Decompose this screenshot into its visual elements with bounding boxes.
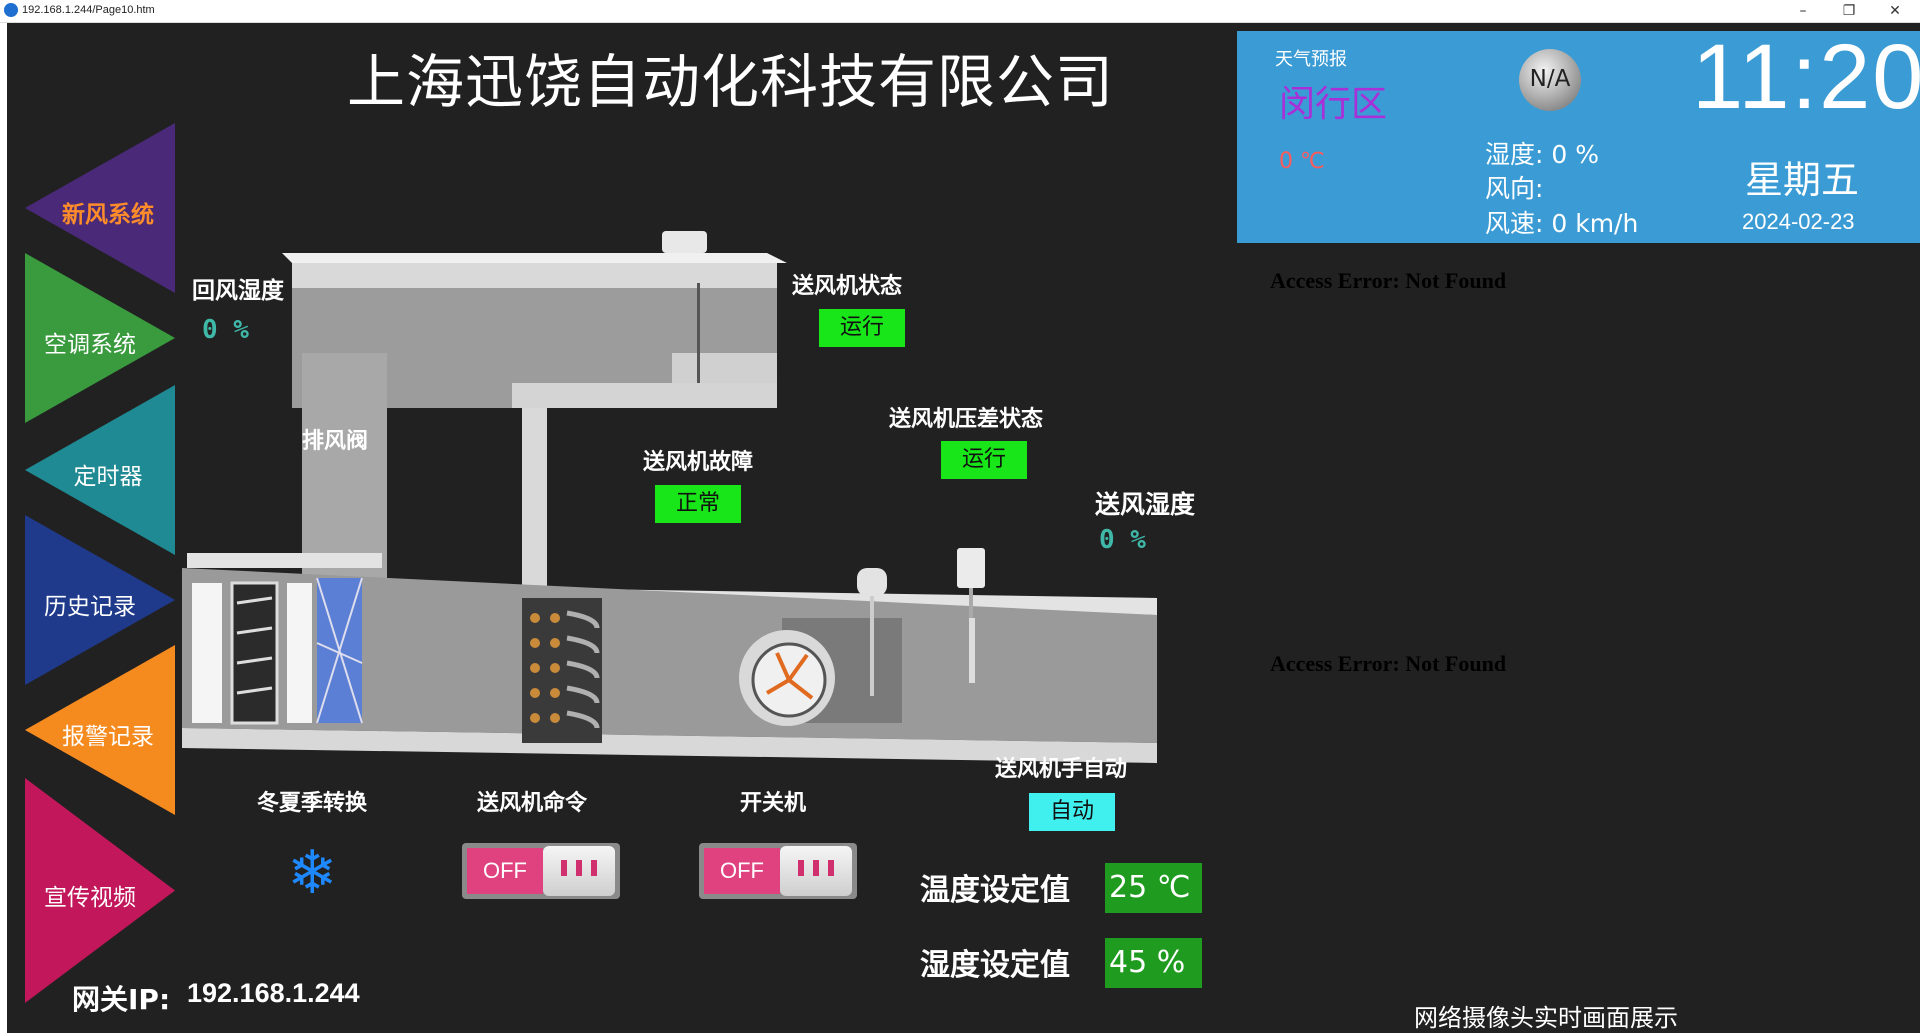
top-duct-face [292, 263, 777, 288]
damper-block [192, 583, 222, 723]
top-duct-top [282, 253, 787, 263]
page-url: 192.168.1.244/Page10.htm [22, 4, 155, 16]
browser-titlebar: 192.168.1.244/Page10.htm – ❐ ✕ [0, 0, 1920, 23]
scada-stage: 上海迅饶自动化科技有限公司 新风系统 空调系统 定时器 历史记录 报警记录 宣传… [7, 23, 1920, 1033]
fan-command-label: 送风机命令 [477, 791, 588, 816]
camera-error-2: Access Error: Not Found [1270, 651, 1507, 676]
lower-duct-top-left [187, 553, 382, 568]
return-humidity-label: 回风湿度 [192, 278, 284, 304]
duct-rod [697, 283, 700, 383]
weather-icon-label: N/A [1529, 66, 1571, 92]
fan-fault-badge: 正常 [655, 485, 741, 523]
nav-label: 定时器 [73, 464, 143, 490]
weather-title: 天气预报 [1275, 49, 1347, 70]
close-button[interactable]: ✕ [1889, 3, 1901, 19]
toggle-off-label: OFF [467, 848, 543, 894]
company-title: 上海迅饶自动化科技有限公司 [347, 48, 1115, 116]
weather-icon: N/A [1519, 49, 1581, 111]
gateway-ip: 192.168.1.244 [187, 978, 360, 1008]
temp-setpoint-label: 温度设定值 [920, 873, 1070, 908]
clock-time: 11:20 [1692, 26, 1920, 128]
return-humidity-value: 0 % [202, 315, 249, 345]
snowflake-icon[interactable]: ❄ [287, 838, 338, 908]
lower-duct-bottom [182, 728, 1157, 763]
fan-fault-label: 送风机故障 [643, 450, 754, 475]
weather-humidity: 湿度: 0 % [1485, 140, 1599, 169]
toggle-knob [543, 846, 615, 896]
nav-label: 历史记录 [44, 594, 136, 620]
nav-label: 新风系统 [62, 202, 154, 228]
nav-item-timer[interactable]: 定时器 [25, 385, 175, 555]
fan-dp-label: 送风机压差状态 [889, 407, 1044, 432]
duct-ledge-2 [512, 383, 777, 408]
side-nav: 新风系统 空调系统 定时器 历史记录 报警记录 宣传视频 [25, 123, 175, 1003]
humidity-sensor [957, 548, 985, 588]
weather-wind-dir: 风向: [1485, 174, 1544, 203]
duct-ledge [672, 353, 777, 383]
duct-riser [522, 408, 547, 588]
camera-caption: 网络摄像头实时画面展示 [1414, 1004, 1678, 1032]
gateway-label: 网关IP: [72, 983, 171, 1016]
fan-status-label: 送风机状态 [792, 274, 903, 299]
weather-temp: 0 ℃ [1279, 149, 1325, 174]
nav-item-video[interactable]: 宣传视频 [25, 778, 175, 1003]
fan-mode-label: 送风机手自动 [995, 757, 1128, 782]
pressure-sensor [857, 568, 887, 596]
fan-dp-badge: 运行 [941, 441, 1027, 479]
nav-item-fresh-air[interactable]: 新风系统 [25, 123, 175, 293]
coil-tubes [530, 613, 560, 723]
top-sensor [662, 231, 707, 253]
pressure-probe [870, 596, 874, 696]
clock-weekday: 星期五 [1745, 158, 1860, 202]
nav-item-alarm[interactable]: 报警记录 [25, 645, 175, 815]
weather-wind-speed: 风速: 0 km/h [1485, 209, 1639, 238]
nav-label: 宣传视频 [44, 885, 136, 911]
fan-status-badge: 运行 [819, 309, 905, 347]
season-switch-label: 冬夏季转换 [257, 791, 368, 816]
exhaust-damper-label: 排风阀 [302, 429, 369, 454]
supply-humidity-label: 送风湿度 [1095, 490, 1196, 519]
toggle-off-label: OFF [704, 848, 780, 894]
fan-mode-badge[interactable]: 自动 [1029, 793, 1115, 831]
humidity-probe [969, 618, 975, 683]
nav-item-history[interactable]: 历史记录 [25, 515, 175, 685]
power-label: 开关机 [740, 791, 807, 816]
hum-setpoint-value[interactable]: 45 % [1105, 938, 1202, 988]
fan-blades [765, 652, 814, 700]
lower-duct-body [182, 568, 1157, 743]
supply-humidity-value: 0 % [1099, 525, 1146, 555]
camera-error-1: Access Error: Not Found [1270, 268, 1507, 293]
power-toggle[interactable]: OFF [699, 843, 857, 899]
filter-frame [287, 583, 312, 723]
damper-frame [230, 581, 279, 725]
weather-city: 闵行区 [1279, 84, 1388, 125]
ahu-diagram [182, 231, 1157, 763]
nav-label: 空调系统 [44, 332, 136, 358]
temp-setpoint-value[interactable]: 25 ℃ [1105, 863, 1202, 913]
clock-date: 2024-02-23 [1742, 209, 1855, 234]
weather-widget: 天气预报 闵行区 0 ℃ N/A 湿度: 0 % 风向: 风速: 0 km/h … [1237, 26, 1920, 243]
nav-item-ac[interactable]: 空调系统 [25, 253, 175, 423]
nav-label: 报警记录 [62, 724, 154, 750]
toggle-knob [780, 846, 852, 896]
browser-icon [4, 3, 18, 17]
minimize-button[interactable]: – [1799, 3, 1807, 19]
restore-button[interactable]: ❐ [1842, 3, 1856, 19]
hum-setpoint-label: 湿度设定值 [920, 948, 1070, 983]
fan-command-toggle[interactable]: OFF [462, 843, 620, 899]
